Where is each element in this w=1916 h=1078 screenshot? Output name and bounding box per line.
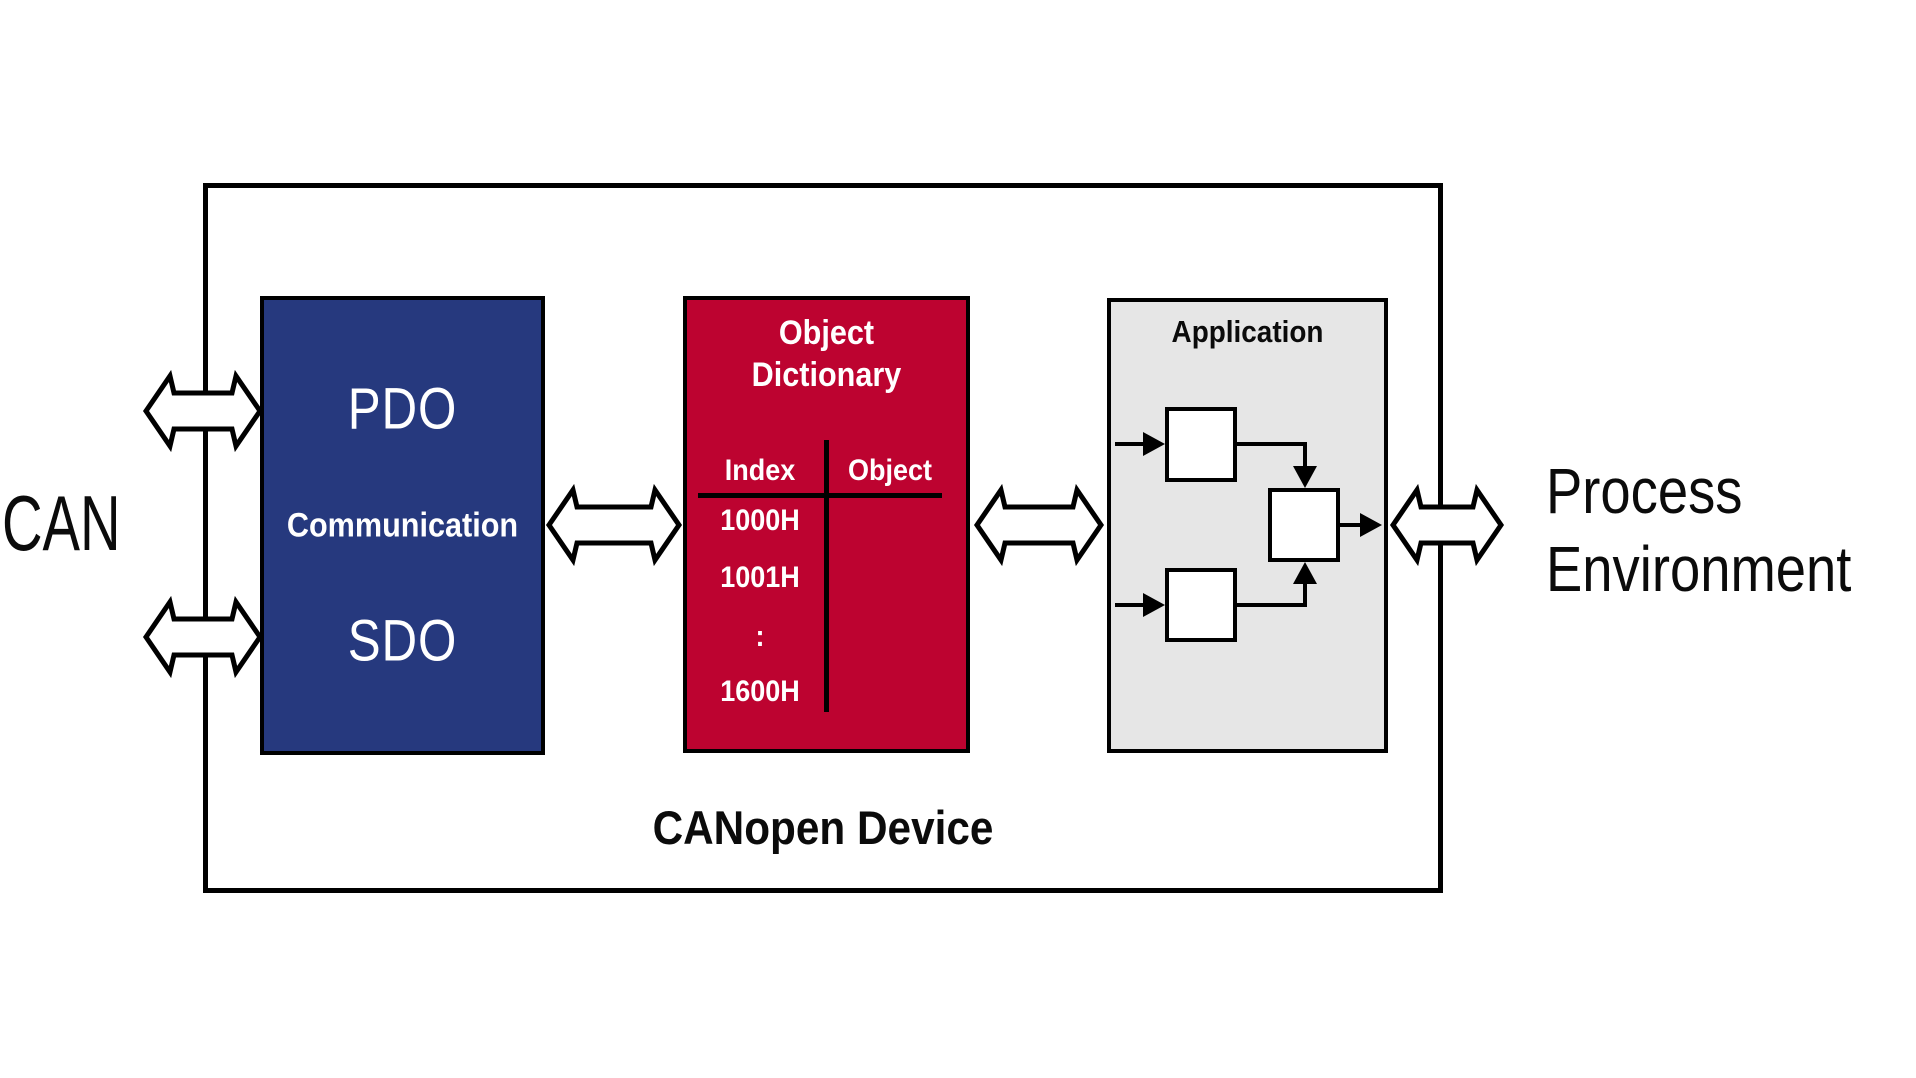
index-row: 1000H xyxy=(720,504,800,537)
index-row-ellipsis: : xyxy=(755,620,765,653)
index-row: 1001H xyxy=(720,561,800,594)
double-arrow-can-pdo-icon xyxy=(142,369,264,453)
dictionary-header-divider xyxy=(698,493,942,498)
object-dictionary-title: Object Dictionary xyxy=(701,312,952,396)
arrow-bottom-to-center xyxy=(1237,582,1307,607)
application-flow-arrows xyxy=(1115,432,1382,617)
canopen-device-caption: CANopen Device xyxy=(652,801,994,854)
double-arrow-can-sdo-icon xyxy=(142,595,264,679)
arrowhead-icon xyxy=(1143,593,1165,617)
application-process-block xyxy=(1268,488,1340,562)
object-dictionary-title-line2: Dictionary xyxy=(751,356,902,394)
can-bus-label: CAN xyxy=(2,479,121,567)
double-arrow-communication-dictionary-icon xyxy=(545,483,683,567)
process-environment-label: Process Environment xyxy=(1546,452,1851,608)
sdo-label: SDO xyxy=(347,608,458,674)
double-arrow-dictionary-application-icon xyxy=(973,483,1105,567)
application-process-block xyxy=(1165,407,1237,482)
application-box: Application xyxy=(1107,298,1388,753)
process-environment-line1: Process xyxy=(1546,455,1743,527)
index-column-header: Index xyxy=(724,454,796,487)
arrow-top-to-center xyxy=(1237,442,1307,468)
process-environment-line2: Environment xyxy=(1546,533,1852,605)
dictionary-column-divider xyxy=(824,440,829,712)
double-arrow-application-process-icon xyxy=(1389,483,1505,567)
application-title: Application xyxy=(1171,314,1324,349)
object-dictionary-box: Object Dictionary Index Object 1000H 100… xyxy=(683,296,970,753)
arrowhead-icon xyxy=(1293,466,1317,488)
object-column-header: Object xyxy=(847,454,933,487)
arrowhead-icon xyxy=(1143,432,1165,456)
pdo-label: PDO xyxy=(347,376,458,442)
index-row: 1600H xyxy=(720,675,800,708)
communication-box: PDO Communication SDO xyxy=(260,296,545,755)
object-dictionary-title-line1: Object xyxy=(778,314,875,352)
application-process-block xyxy=(1165,568,1237,642)
communication-label: Communication xyxy=(286,506,519,545)
arrowhead-icon xyxy=(1360,513,1382,537)
arrowhead-icon xyxy=(1293,562,1317,584)
